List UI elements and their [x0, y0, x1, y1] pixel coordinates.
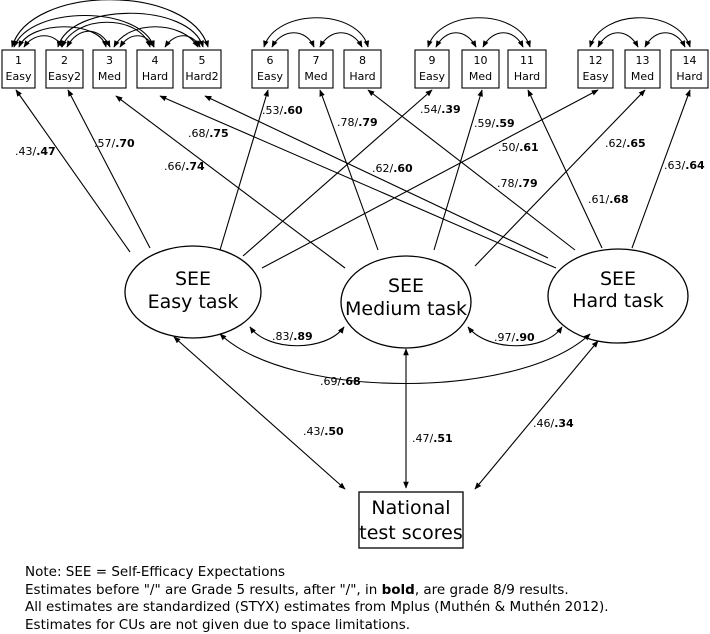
indicator-label-9: Easy	[419, 70, 445, 83]
latent-hard-line2: Hard task	[572, 290, 664, 312]
indicator-number-1: 1	[15, 54, 22, 67]
covariance-arc-12-13	[598, 33, 638, 47]
corr-coef-easy-hard: .69/.68	[320, 375, 361, 388]
loading-coef-13: .61/.68	[588, 193, 629, 206]
indicator-number-4: 4	[152, 54, 159, 67]
covariance-arc-10-11	[483, 33, 523, 47]
path-coef-easy-national: .43/.50	[303, 425, 344, 438]
loading-coef-1: .43/.47	[15, 145, 56, 158]
covariance-arc-3-5	[114, 27, 198, 47]
covariance-arc-6-8	[264, 18, 368, 47]
covariance-arc-2-3	[67, 31, 110, 47]
loading-coef-12: .62/.65	[605, 137, 646, 150]
loading-coef-3: .66/.74	[164, 160, 205, 173]
note-line-4: Estimates for CUs are not given due to s…	[25, 617, 609, 634]
outcome-line1: National	[371, 497, 450, 519]
loading-coef-5: .53/.60	[262, 104, 303, 117]
indicator-label-8: Hard	[349, 70, 375, 83]
covariance-arc-9-10	[436, 33, 476, 47]
loading-coef-14: .63/.64	[664, 159, 705, 172]
path-hard-national	[475, 341, 598, 489]
indicator-number-10: 10	[474, 54, 488, 67]
loading-coef-10: .78/.79	[497, 177, 538, 190]
latent-easy-line1: SEE	[175, 268, 211, 290]
loading-coef-8: .54/.39	[420, 103, 461, 116]
corr-coef-medium-hard: .97/.90	[494, 331, 535, 344]
loading-coef-11: .50/.61	[498, 141, 539, 154]
covariance-arc-6-7	[272, 33, 314, 47]
loading-coef-9: .59/.59	[474, 117, 515, 130]
covariance-arc-9-11	[428, 18, 530, 47]
indicator-number-12: 12	[589, 54, 603, 67]
indicator-label-10: Med	[469, 70, 492, 83]
path-coef-medium-national: .47/.51	[412, 432, 453, 445]
loading-path-easy-1	[16, 90, 130, 252]
loading-coef-7: .62/.60	[372, 162, 413, 175]
indicator-number-14: 14	[683, 54, 697, 67]
note-line-1: Note: SEE = Self-Efficacy Expectations	[25, 564, 609, 582]
latent-easy-line2: Easy task	[148, 291, 239, 313]
indicator-label-6: Easy	[257, 70, 283, 83]
indicator-label-12: Easy	[583, 70, 609, 83]
indicator-number-8: 8	[359, 54, 366, 67]
indicator-number-11: 11	[520, 54, 534, 67]
indicator-label-3: Med	[98, 70, 121, 83]
outcome-line2: test scores	[359, 522, 462, 544]
indicator-label-4: Hard	[142, 70, 168, 83]
indicator-label-1: Easy	[6, 70, 32, 83]
covariance-arc-12-14	[590, 18, 690, 47]
note-line-2: Estimates before "/" are Grade 5 results…	[25, 582, 609, 600]
indicator-label-13: Med	[631, 70, 654, 83]
loading-coef-6: .78/.79	[337, 116, 378, 129]
residual-covariance-arcs	[12, 0, 690, 47]
indicator-number-3: 3	[106, 54, 113, 67]
covariance-arc-2-5	[58, 13, 203, 47]
path-coef-hard-national: .46/.34	[533, 417, 574, 430]
loading-path-easy-2	[68, 90, 150, 248]
indicator-label-11: Hard	[514, 70, 540, 83]
loading-path-hard-11	[528, 90, 602, 248]
note-line-3: All estimates are standardized (STYX) es…	[25, 599, 609, 617]
covariance-arc-13-14	[645, 33, 685, 47]
indicator-label-5: Hard2	[185, 70, 218, 83]
covariance-arc-7-8	[320, 33, 362, 47]
covariance-arc-1-2	[24, 36, 62, 47]
indicator-label-7: Med	[304, 70, 327, 83]
covariance-arc-4-5	[165, 36, 200, 47]
indicator-number-6: 6	[267, 54, 274, 67]
indicator-number-7: 7	[313, 54, 320, 67]
indicator-label-14: Hard	[676, 70, 702, 83]
latent-hard-line1: SEE	[600, 268, 636, 290]
indicator-number-2: 2	[61, 54, 68, 67]
correlation-coefficients: .83/.89 .97/.90 .69/.68 .43/.50 .47/.51 …	[272, 330, 574, 445]
loading-path-medium-3	[116, 96, 345, 268]
indicator-number-9: 9	[429, 54, 436, 67]
indicator-number-13: 13	[636, 54, 650, 67]
indicator-number-5: 5	[199, 54, 206, 67]
corr-coef-easy-medium: .83/.89	[272, 330, 313, 343]
diagram-note: Note: SEE = Self-Efficacy Expectations E…	[25, 564, 609, 634]
loading-path-easy-12	[262, 90, 598, 268]
indicator-label-2: Easy2	[48, 70, 81, 83]
correlation-paths	[174, 327, 598, 489]
latent-medium-line2: Medium task	[345, 298, 467, 320]
loading-path-medium-7	[320, 90, 378, 250]
loading-coefficients: .43/.47 .57/.70 .66/.74 .68/.75 .53/.60 …	[15, 103, 705, 206]
latent-medium-line1: SEE	[388, 275, 424, 297]
loading-coef-4: .68/.75	[188, 127, 229, 140]
path-easy-national	[174, 337, 345, 489]
loading-coef-2: .57/.70	[94, 137, 135, 150]
